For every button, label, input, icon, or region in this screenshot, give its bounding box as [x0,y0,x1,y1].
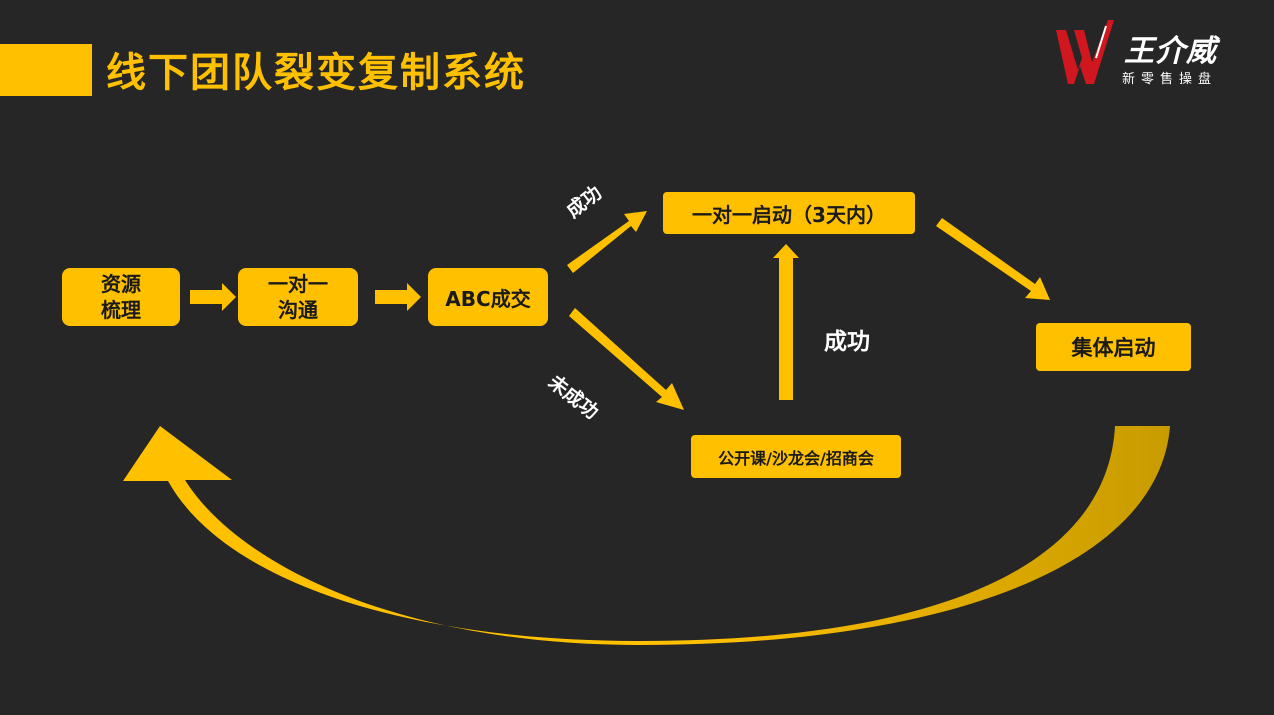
logo-w-mark-icon [1056,20,1114,84]
arrow-abc-to-public-events [569,308,684,410]
node-public-events: 公开课/沙龙会/招商会 [691,435,901,478]
arrow-communication-to-abc [375,283,421,311]
node-one-on-one-start: 一对一启动（3天内） [663,192,915,234]
node-group-start: 集体启动 [1036,323,1191,371]
logo-subtitle: 新零售操盘 [1122,72,1218,87]
node-abc-deal: ABC成交 [428,268,548,326]
node-resource-sorting: 资源 梳理 [62,268,180,326]
node-one-on-one-communication: 一对一 沟通 [238,268,358,326]
arrow-public-events-to-start [773,244,799,400]
arrow-resource-to-communication [190,283,236,311]
brand-logo: 王介威 新零售操盘 [1052,18,1242,90]
logo-name: 王介威 [1124,34,1217,69]
page-title: 线下团队裂变复制系统 [106,50,526,96]
arrow-abc-to-start [567,211,647,273]
arrow-start-to-group [936,218,1050,300]
title-accent-bar [0,44,92,96]
arrow-return-curve [123,426,1170,645]
edge-label-success-middle: 成功 [824,329,870,355]
